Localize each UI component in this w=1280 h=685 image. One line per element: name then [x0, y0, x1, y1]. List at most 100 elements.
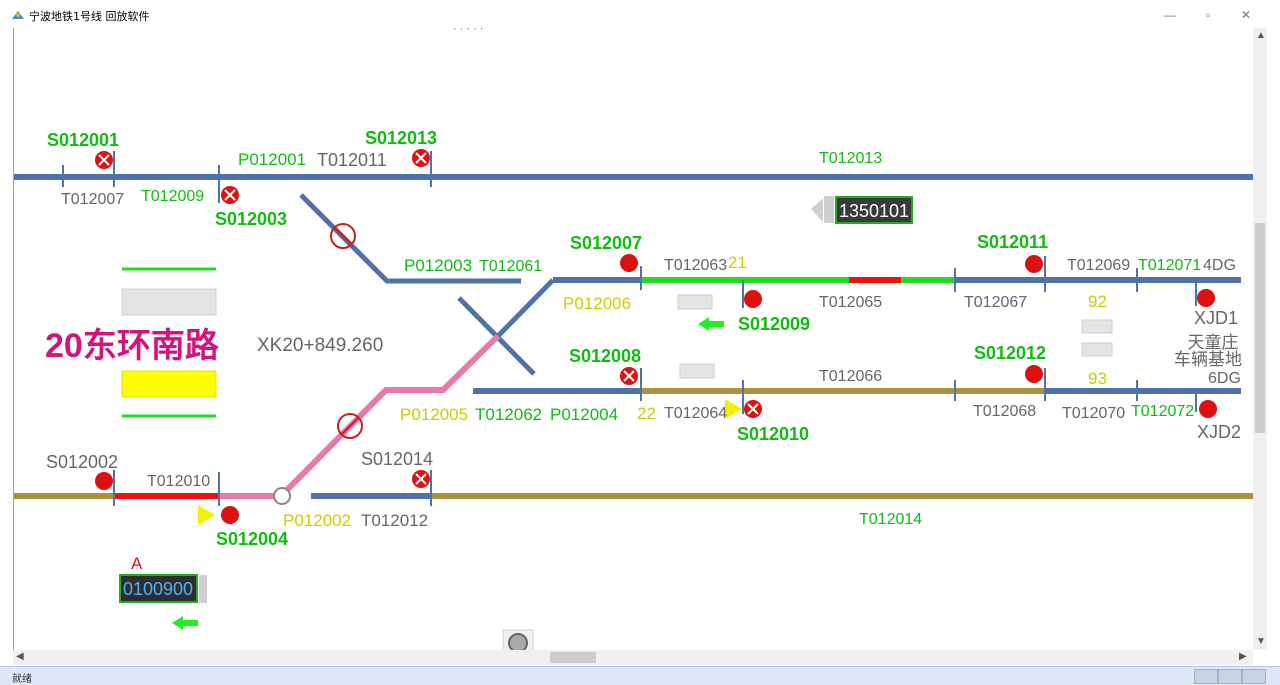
signal-S012011[interactable] [1025, 255, 1043, 273]
number-label: 22 [637, 404, 656, 423]
track-label: T012009 [141, 188, 204, 205]
signal-label: S012003 [215, 209, 287, 229]
window-title: 宁波地铁1号线 回放软件 [29, 10, 150, 23]
point-label: P012006 [563, 294, 631, 313]
horizontal-scroll-thumb[interactable] [550, 652, 596, 663]
track-label: T012061 [479, 258, 542, 275]
point-label: P012004 [550, 405, 618, 424]
track-label: T012010 [147, 473, 210, 490]
maximize-button[interactable]: ▫ [1205, 8, 1211, 22]
track-label: T012013 [819, 150, 882, 167]
platform-box [121, 288, 217, 316]
train-tail [199, 575, 207, 603]
track-label: T012070 [1062, 405, 1125, 422]
track-label: T012062 [475, 405, 542, 424]
status-indicator [1194, 669, 1218, 684]
signal-label: S012014 [361, 449, 433, 469]
track-label: T012069 [1067, 257, 1130, 274]
scroll-up-icon[interactable]: ▲ [1256, 30, 1266, 41]
depot-name-line2: 车辆基地 [1174, 350, 1242, 369]
signal-S012010[interactable] [744, 400, 762, 418]
train-id-label: 0100900 [123, 579, 193, 599]
scroll-left-icon[interactable]: ◀ [16, 651, 24, 662]
number-label: 21 [728, 253, 747, 272]
track-layout-canvas: · · · · · [13, 28, 1254, 650]
signal-S012002[interactable] [95, 472, 113, 490]
signal-XJD2[interactable] [1199, 400, 1217, 418]
signal-S012001[interactable] [95, 151, 113, 169]
signal-label: S012012 [974, 343, 1046, 363]
signal-label: S012008 [569, 346, 641, 366]
signal-label: S012002 [46, 452, 118, 472]
close-button[interactable]: ✕ [1240, 8, 1252, 22]
number-label: 92 [1088, 292, 1107, 311]
signal-label: S012013 [365, 128, 437, 148]
round-control-button[interactable] [508, 633, 528, 650]
track-label: T012012 [361, 511, 428, 530]
signal-S012009[interactable] [744, 290, 762, 308]
signal-label: S012001 [47, 130, 119, 150]
signal-XJD1[interactable] [1197, 289, 1215, 307]
track-label: T012063 [664, 257, 727, 274]
train-direction-icon [811, 198, 823, 222]
signal-label: XJD2 [1197, 422, 1241, 442]
signal-S012007[interactable] [620, 254, 638, 272]
status-text: 就绪 [12, 674, 32, 685]
track-label: T012014 [859, 511, 922, 528]
signal-label: S012007 [570, 233, 642, 253]
track-label: T012072 [1131, 403, 1194, 420]
vertical-scrollbar[interactable]: ▲ ▼ [1253, 28, 1267, 650]
signal-S012013[interactable] [412, 149, 430, 167]
scroll-right-icon[interactable]: ▶ [1239, 651, 1247, 662]
point-label: P012001 [238, 150, 306, 169]
triangle-marker-icon [198, 505, 215, 525]
station-name: 20东环南路 [45, 326, 220, 365]
title-bar: 宁波地铁1号线 回放软件 — ▫ ✕ [0, 0, 1280, 28]
platform-box-yellow [121, 370, 217, 398]
vertical-scroll-thumb[interactable] [1255, 223, 1265, 433]
signal-S012014[interactable] [412, 470, 430, 488]
point-marker-P012002[interactable] [273, 487, 291, 505]
triangle-marker-icon [725, 399, 742, 419]
signal-S012012[interactable] [1025, 365, 1043, 383]
track-layout-svg: · · · · · [14, 28, 1254, 650]
signal-S012004[interactable] [221, 506, 239, 524]
scroll-down-icon[interactable]: ▼ [1256, 636, 1266, 647]
track-T012061[interactable] [299, 193, 521, 284]
track-label: T012067 [964, 294, 1027, 311]
svg-text:· · · · ·: · · · · · [453, 28, 484, 35]
indicator-box [1081, 342, 1113, 357]
indicator-box [1081, 319, 1113, 334]
point-marker-P012005[interactable] [337, 413, 363, 439]
train-id-label: 1350101 [839, 201, 909, 221]
track-label: T012064 [664, 405, 727, 422]
status-indicator [1218, 669, 1242, 684]
app-icon [12, 11, 24, 19]
signal-label: S012011 [977, 232, 1048, 252]
signal-label: S012009 [738, 314, 810, 334]
horizontal-scrollbar[interactable]: ◀ ▶ [13, 650, 1253, 665]
route-pink[interactable] [219, 333, 501, 499]
minimize-button[interactable]: — [1164, 8, 1176, 22]
point-marker-P012001[interactable] [330, 223, 356, 249]
track-label: T012071 [1138, 257, 1201, 274]
point-label: P012003 [404, 256, 472, 275]
arrow-left-icon [698, 317, 724, 331]
signal-label: S012004 [216, 529, 288, 549]
train-0100900[interactable] [119, 574, 198, 603]
crossover-arm[interactable] [496, 278, 555, 338]
depot-name-line1: 天童庄 [1188, 333, 1239, 352]
indicator-box [679, 363, 715, 379]
track-label: 4DG [1203, 257, 1236, 274]
track-joints [62, 151, 1197, 506]
arrow-left-icon [172, 616, 198, 630]
signal-S012003[interactable] [221, 186, 239, 204]
point-label: P012005 [400, 405, 468, 424]
signal-S012008[interactable] [620, 367, 638, 385]
train-tag-label: A [131, 554, 143, 573]
train-tail [824, 196, 834, 223]
signal-label: XJD1 [1194, 308, 1238, 328]
number-label: 93 [1088, 369, 1107, 388]
status-bar: 就绪 [0, 666, 1280, 685]
train-1350101[interactable] [835, 196, 913, 224]
